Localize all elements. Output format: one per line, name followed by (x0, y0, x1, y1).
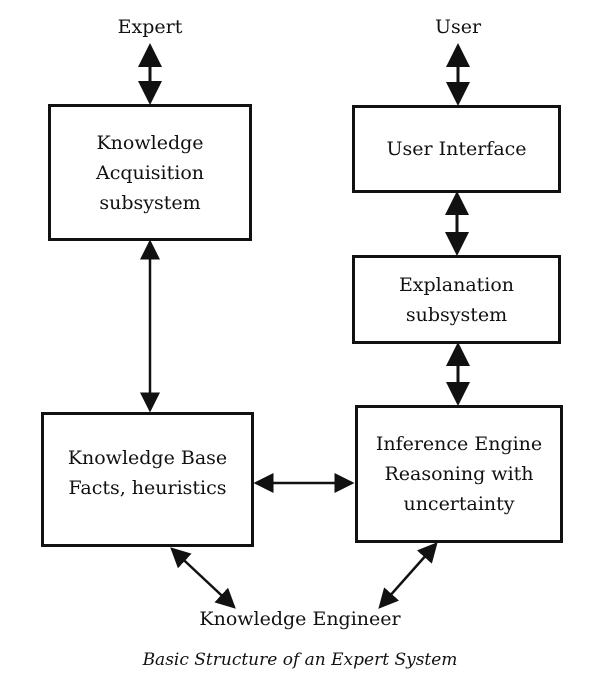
box-line: Facts, heuristics (68, 477, 227, 499)
user-label: User (434, 16, 482, 38)
arrow-inference-engineer (378, 542, 438, 609)
box-line: Reasoning with (384, 463, 534, 485)
box-line: uncertainty (403, 493, 515, 515)
explanation-subsystem-box: Explanation subsystem (352, 255, 561, 344)
knowledge-engineer-label: Knowledge Engineer (199, 608, 401, 630)
box-line: Explanation (398, 273, 515, 296)
box-line: Knowledge (96, 131, 204, 154)
box-line: Inference Engine (375, 433, 543, 455)
arrow-knowledge-base-engineer (170, 547, 236, 609)
inference-engine-box: Inference Engine Reasoning with uncertai… (355, 405, 563, 543)
box-line: subsystem (405, 303, 508, 326)
box-line: subsystem (99, 191, 201, 214)
user-interface-box: User Interface (352, 105, 561, 193)
knowledge-base-box: Knowledge Base Facts, heuristics (41, 412, 254, 547)
box-line: Acquisition (95, 161, 205, 184)
knowledge-acquisition-box: Knowledge Acquisition subsystem (48, 104, 252, 241)
expert-label: Expert (117, 16, 183, 38)
figure-caption: Basic Structure of an Expert System (142, 650, 458, 670)
box-line: Knowledge Base (67, 447, 228, 469)
box-line: User Interface (386, 138, 527, 160)
